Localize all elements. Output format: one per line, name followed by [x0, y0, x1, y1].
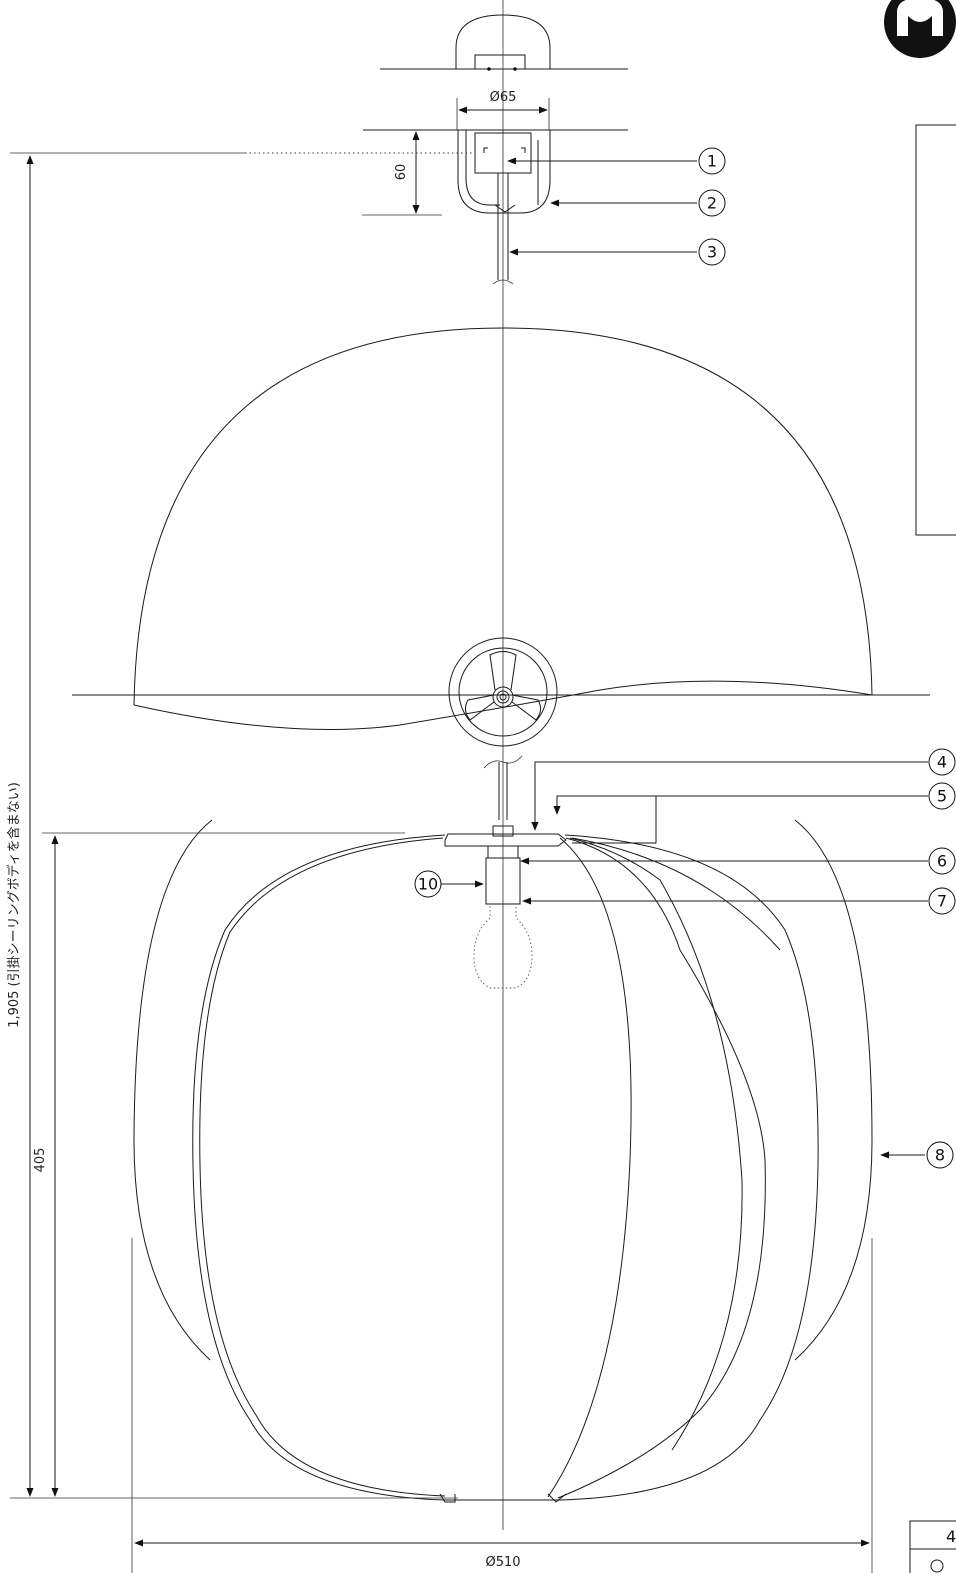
- callout-markers: 1 2 3 4 5 6 7 8 10: [414, 147, 956, 1169]
- callout-1: 1: [698, 147, 726, 175]
- overall-height-label: 1,905 (引掛シーリングボディを含まない): [6, 782, 22, 1028]
- shade-diameter-label: Ø510: [485, 1555, 520, 1570]
- shade-top-view: [72, 327, 930, 747]
- callout-leaders-lower: [441, 761, 928, 1159]
- brand-logo: [884, 0, 956, 58]
- callout-7: 7: [928, 887, 956, 915]
- callout-6: 6: [928, 847, 956, 875]
- callout-4: 4: [928, 748, 956, 776]
- callout-number: 10: [418, 875, 438, 894]
- canopy-diameter-dimension: Ø65: [456, 90, 550, 130]
- shade-height-label: 405: [33, 1148, 48, 1173]
- callout-number: 4: [937, 753, 947, 772]
- callout-number: 6: [937, 852, 947, 871]
- callout-5: 5: [928, 782, 956, 810]
- overall-height-dimension: 1,905 (引掛シーリングボディを含まない): [6, 155, 34, 1497]
- callout-3: 3: [698, 238, 726, 266]
- callout-leaders-upper: [507, 157, 697, 256]
- spec-frame: [915, 124, 956, 536]
- callout-number: 1: [707, 152, 717, 171]
- shade-side-view: [133, 819, 873, 1503]
- title-block: 4: [909, 1520, 956, 1573]
- callout-number: 8: [935, 1146, 945, 1165]
- shade-diameter-dimension: Ø510: [131, 1238, 873, 1573]
- canopy-diameter-label: Ø65: [490, 90, 517, 105]
- canopy-plan-view: [380, 14, 628, 71]
- callout-2: 2: [698, 189, 726, 217]
- callout-number: 3: [707, 243, 717, 262]
- shade-height-dimension: 405: [10, 832, 458, 1499]
- callout-number: 5: [937, 787, 947, 806]
- canopy-side-view: [363, 129, 628, 285]
- callout-number: 7: [937, 892, 947, 911]
- canopy-height-label: 60: [394, 164, 409, 181]
- title-block-value: 4: [946, 1527, 956, 1546]
- callout-10: 10: [414, 870, 442, 898]
- canopy-height-dimension: 60: [362, 131, 442, 216]
- callout-8: 8: [926, 1141, 954, 1169]
- callout-number: 2: [707, 194, 717, 213]
